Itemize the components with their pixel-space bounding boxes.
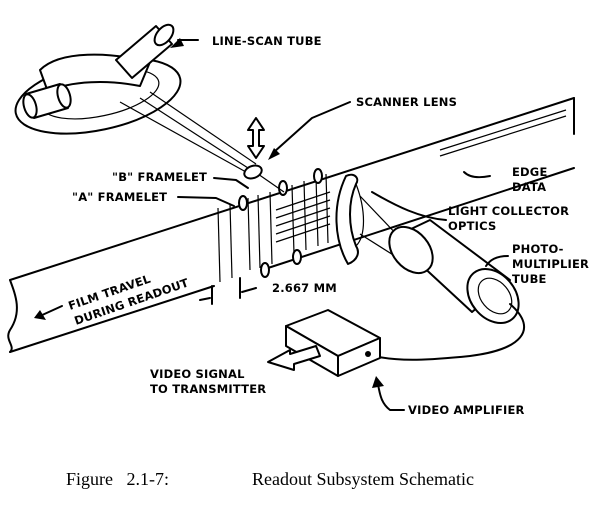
label-b-framelet: "B" FRAMELET — [112, 170, 207, 184]
label-light-collector-line-2: OPTICS — [448, 219, 496, 233]
photomultiplier-tube — [373, 219, 525, 361]
dimension-marks — [199, 277, 257, 305]
label-video-signal-line-1: VIDEO SIGNAL — [150, 367, 245, 381]
label-light-collector-line-1: LIGHT COLLECTOR — [448, 204, 569, 218]
label-edge-data-line-1: EDGE — [512, 165, 548, 179]
scanner-lens — [243, 117, 265, 180]
label-a-framelet: "A" FRAMELET — [72, 190, 167, 204]
framelet-scan-lines — [217, 173, 331, 283]
label-video-signal-line-2: TO TRANSMITTER — [150, 382, 266, 396]
video-signal-arrow — [267, 345, 321, 371]
video-amplifier-box — [285, 309, 381, 377]
caption-title: Readout Subsystem Schematic — [252, 469, 474, 489]
label-scanner-lens: SCANNER LENS — [356, 95, 457, 109]
label-video-amplifier: VIDEO AMPLIFIER — [408, 403, 525, 417]
label-line-scan-tube: LINE-SCAN TUBE — [212, 34, 322, 48]
label-edge-data-line-2: DATA — [512, 180, 546, 194]
scan-beam — [119, 91, 285, 193]
label-dimension: 2.667 MM — [272, 281, 337, 295]
film-travel-arrow — [34, 305, 63, 320]
label-pmt-line-2: MULTIPLIER — [512, 257, 589, 271]
leader-lines — [170, 38, 509, 411]
label-pmt-line-1: PHOTO- — [512, 242, 564, 256]
label-pmt-line-3: TUBE — [512, 272, 547, 286]
caption-figure-number: Figure 2.1-7: — [66, 469, 169, 489]
light-collector-optics — [335, 173, 365, 265]
line-scan-tube — [14, 23, 182, 135]
